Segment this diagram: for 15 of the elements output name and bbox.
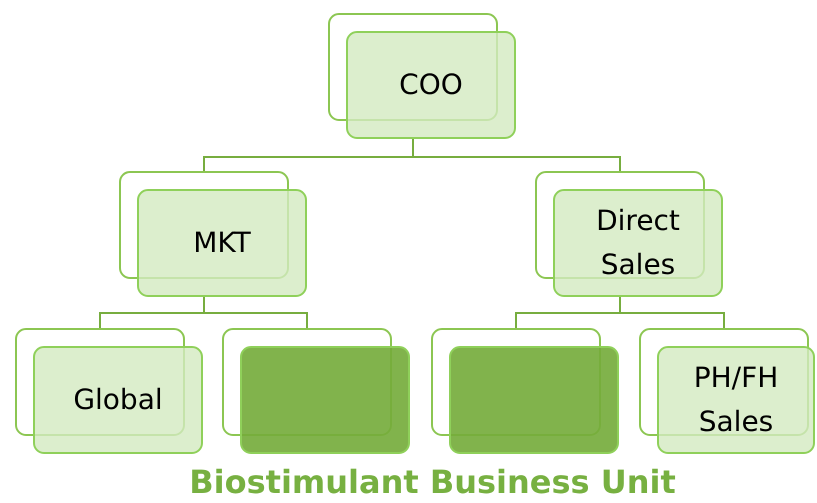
node-label: COO xyxy=(398,67,464,103)
node-label: Direct Sales xyxy=(595,203,681,283)
stacked-box xyxy=(328,13,516,139)
connector-line xyxy=(412,139,621,171)
node-label: Global xyxy=(72,382,164,418)
filled-stacked-box xyxy=(431,328,619,454)
stacked-box xyxy=(15,328,203,454)
node-label: PH/FH Sales xyxy=(692,360,780,440)
stacked-box xyxy=(535,171,723,297)
connector-line xyxy=(619,297,725,328)
stacked-box xyxy=(639,328,815,454)
caption: Biostimulant Business Unit xyxy=(189,462,676,502)
stacked-box xyxy=(119,171,307,297)
filled-stacked-box xyxy=(222,328,410,454)
node-label: MKT xyxy=(192,225,252,261)
